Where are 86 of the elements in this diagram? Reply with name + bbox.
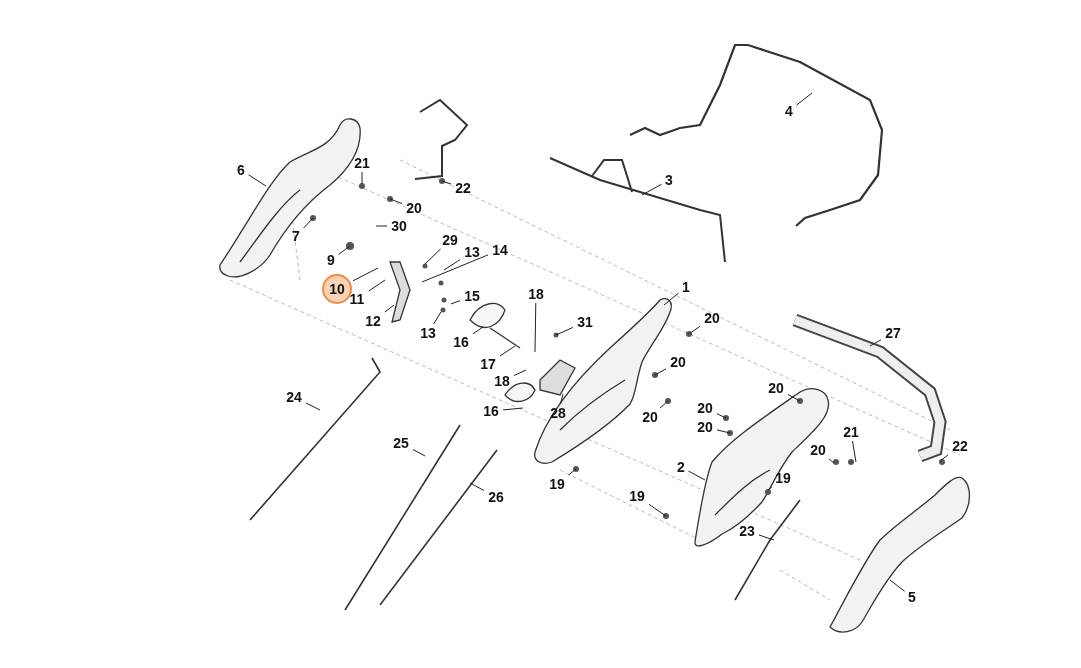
leader-line — [389, 198, 403, 204]
callout-number: 20 — [670, 354, 686, 370]
callout-number: 4 — [785, 103, 793, 119]
leader-line — [421, 254, 489, 283]
callout-number: 21 — [354, 155, 370, 171]
callout-number: 29 — [442, 232, 458, 248]
leader-line — [659, 400, 669, 409]
leader-line — [248, 174, 267, 187]
callout-number: 22 — [455, 180, 471, 196]
callout-number: 11 — [349, 291, 365, 307]
callout-number: 27 — [885, 325, 901, 341]
callout-number: 23 — [739, 523, 755, 539]
leader-line — [787, 394, 801, 402]
callout-number: 13 — [420, 325, 436, 341]
leader-line — [939, 454, 949, 462]
callout-number: 20 — [406, 200, 422, 216]
leader-line — [450, 300, 461, 305]
leader-line — [352, 267, 379, 282]
leader-line — [499, 345, 516, 357]
callout-number: 20 — [704, 310, 720, 326]
leader-line — [534, 302, 537, 353]
callout-number: 18 — [528, 286, 544, 302]
leader-line — [852, 440, 857, 463]
leader-line — [567, 468, 577, 476]
leader-line — [688, 470, 706, 481]
callout-number: 20 — [697, 400, 713, 416]
callout-number: 24 — [286, 389, 302, 405]
leader-line — [828, 458, 835, 464]
callout-number: 20 — [768, 380, 784, 396]
leader-line — [641, 183, 662, 196]
leader-line — [559, 393, 564, 405]
callout-number: 13 — [464, 244, 480, 260]
callout-number: 19 — [549, 476, 565, 492]
callout-number: 20 — [697, 419, 713, 435]
callout-number: 16 — [453, 334, 469, 350]
leader-line — [375, 225, 388, 227]
callout-number: 19 — [775, 470, 791, 486]
callout-number: 25 — [393, 435, 409, 451]
callout-number: 5 — [908, 589, 916, 605]
leader-line — [688, 325, 701, 335]
leader-line — [472, 326, 484, 335]
callout-number: 17 — [480, 356, 496, 372]
leader-line — [384, 304, 395, 313]
leader-line — [361, 171, 363, 185]
leader-line — [469, 482, 485, 491]
leader-line — [663, 292, 679, 306]
leader-line — [513, 369, 527, 376]
leader-line — [767, 486, 773, 491]
leader-line — [758, 534, 775, 541]
callout-number: 22 — [952, 438, 968, 454]
leader-line — [412, 449, 426, 457]
leader-line — [305, 402, 321, 411]
callout-number: 26 — [488, 489, 504, 505]
leader-line — [303, 217, 314, 229]
callout-number: 18 — [494, 373, 510, 389]
callout-number: 20 — [642, 409, 658, 425]
callout-number: 14 — [492, 242, 508, 258]
leader-line — [654, 368, 667, 376]
callout-number: 1 — [682, 279, 690, 295]
callout-number: 7 — [292, 228, 300, 244]
callout-number: 2 — [677, 459, 685, 475]
callout-number: 19 — [629, 488, 645, 504]
leader-line — [869, 339, 882, 347]
leader-line — [796, 92, 813, 106]
leader-line — [889, 579, 905, 592]
leader-line — [716, 413, 727, 419]
callout-number: 31 — [577, 314, 593, 330]
callout-number: 16 — [483, 403, 499, 419]
callout-number: 20 — [810, 442, 826, 458]
leader-line — [716, 429, 731, 434]
callout-number: 15 — [464, 288, 480, 304]
leader-line — [443, 259, 461, 271]
leader-line — [338, 245, 351, 255]
leader-line — [368, 279, 386, 292]
leader-line — [424, 248, 442, 265]
callout-number: 21 — [843, 424, 859, 440]
leader-line — [433, 311, 442, 325]
callout-number: 6 — [237, 162, 245, 178]
callout-number: 3 — [665, 172, 673, 188]
leader-line — [441, 180, 452, 185]
leader-line — [648, 503, 667, 517]
callout-number: 12 — [365, 313, 381, 329]
callout-number: 30 — [391, 218, 407, 234]
leader-line — [502, 407, 524, 411]
leader-line — [555, 326, 574, 336]
callout-number: 9 — [327, 252, 335, 268]
